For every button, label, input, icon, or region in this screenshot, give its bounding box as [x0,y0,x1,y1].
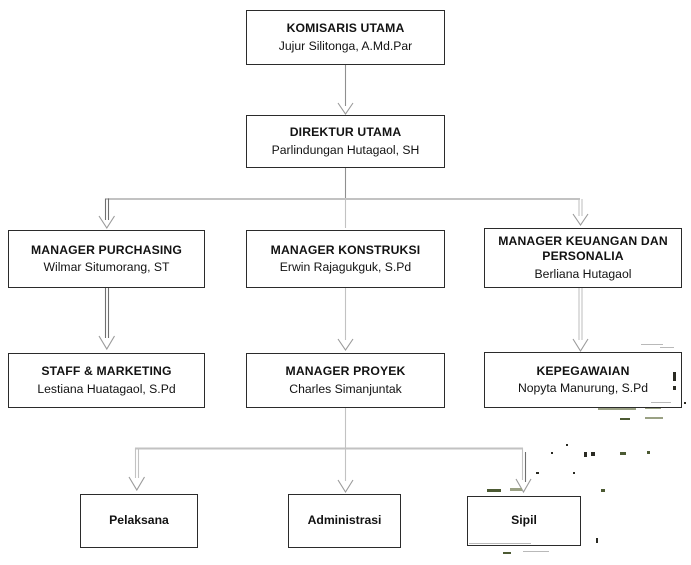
artifact-speck [647,451,650,454]
artifact-speck [510,488,522,491]
node-title: MANAGER KONSTRUKSI [270,242,421,257]
edge-proyek-to-sipil [515,448,532,494]
node-manager-konstruksi[interactable]: MANAGER KONSTRUKSI Erwin Rajagukguk, S.P… [246,230,445,288]
node-komisaris-utama[interactable]: KOMISARIS UTAMA Jujur Silitonga, A.Md.Pa… [246,10,445,65]
node-manager-keuangan-personalia[interactable]: MANAGER KEUANGAN DAN PERSONALIA Berliana… [484,228,682,288]
edge-purchasing-to-staff [98,288,115,351]
artifact-speck [503,552,511,554]
artifact-speck [620,418,630,420]
node-subtitle: Charles Simanjuntak [289,381,402,396]
node-title: KOMISARIS UTAMA [286,21,405,36]
node-title: MANAGER PROYEK [285,364,406,379]
artifact-speck [536,472,539,474]
edge-direktur-to-purchasing [98,198,115,230]
edge-proyek-bus [135,408,523,450]
edge-proyek-to-pelaksana [128,448,145,492]
artifact-speck [523,551,549,552]
node-title: KEPEGAWAIAN [536,363,630,378]
node-subtitle: Jujur Silitonga, A.Md.Par [278,38,413,53]
node-title: Pelaksana [109,513,169,528]
edge-konstruksi-to-proyek [337,288,354,351]
artifact-speck [487,489,501,492]
node-subtitle: Wilmar Situmorang, ST [43,260,170,275]
node-direktur-utama[interactable]: DIREKTUR UTAMA Parlindungan Hutagaol, SH [246,115,445,168]
artifact-speck [591,452,595,456]
node-title: DIREKTUR UTAMA [289,125,402,140]
artifact-speck [566,444,568,446]
edge-keuangan-to-kepegawaian [572,288,589,353]
artifact-speck [645,408,661,409]
node-title: MANAGER KEUANGAN DAN PERSONALIA [498,233,668,264]
artifact-speck [645,417,663,419]
edge-proyek-to-administrasi [337,449,354,494]
node-staff-marketing[interactable]: STAFF & MARKETING Lestiana Huatagaol, S.… [8,353,205,408]
artifact-speck [684,402,686,404]
node-title: Administrasi [307,513,382,528]
artifact-speck [598,408,636,410]
edge-direktur-to-keuangan [572,199,589,226]
artifact-speck [601,489,605,492]
node-subtitle: Lestiana Huatagaol, S.Pd [37,381,176,396]
artifact-speck [573,472,575,474]
node-subtitle: Parlindungan Hutagaol, SH [271,142,420,157]
artifact-speck [596,538,598,543]
edge-komisaris-to-direktur [337,65,354,115]
artifact-speck [620,452,626,455]
node-subtitle: Nopyta Manurung, S.Pd [517,381,649,396]
node-title: STAFF & MARKETING [41,364,172,379]
node-subtitle: Berliana Hutagaol [534,267,632,282]
node-manager-proyek[interactable]: MANAGER PROYEK Charles Simanjuntak [246,353,445,408]
artifact-speck [641,344,663,345]
node-kepegawaian[interactable]: KEPEGAWAIAN Nopyta Manurung, S.Pd [484,352,682,408]
node-pelaksana[interactable]: Pelaksana [80,494,198,548]
node-manager-purchasing[interactable]: MANAGER PURCHASING Wilmar Situmorang, ST [8,230,205,288]
node-subtitle: Erwin Rajagukguk, S.Pd [279,260,412,275]
artifact-speck [660,347,674,348]
edge-direktur-bus [106,168,580,201]
artifact-speck [584,452,587,457]
node-title: MANAGER PURCHASING [31,242,182,257]
node-administrasi[interactable]: Administrasi [288,494,401,548]
node-sipil[interactable]: Sipil [467,496,581,546]
artifact-speck [551,452,553,454]
node-title: Sipil [511,513,537,528]
